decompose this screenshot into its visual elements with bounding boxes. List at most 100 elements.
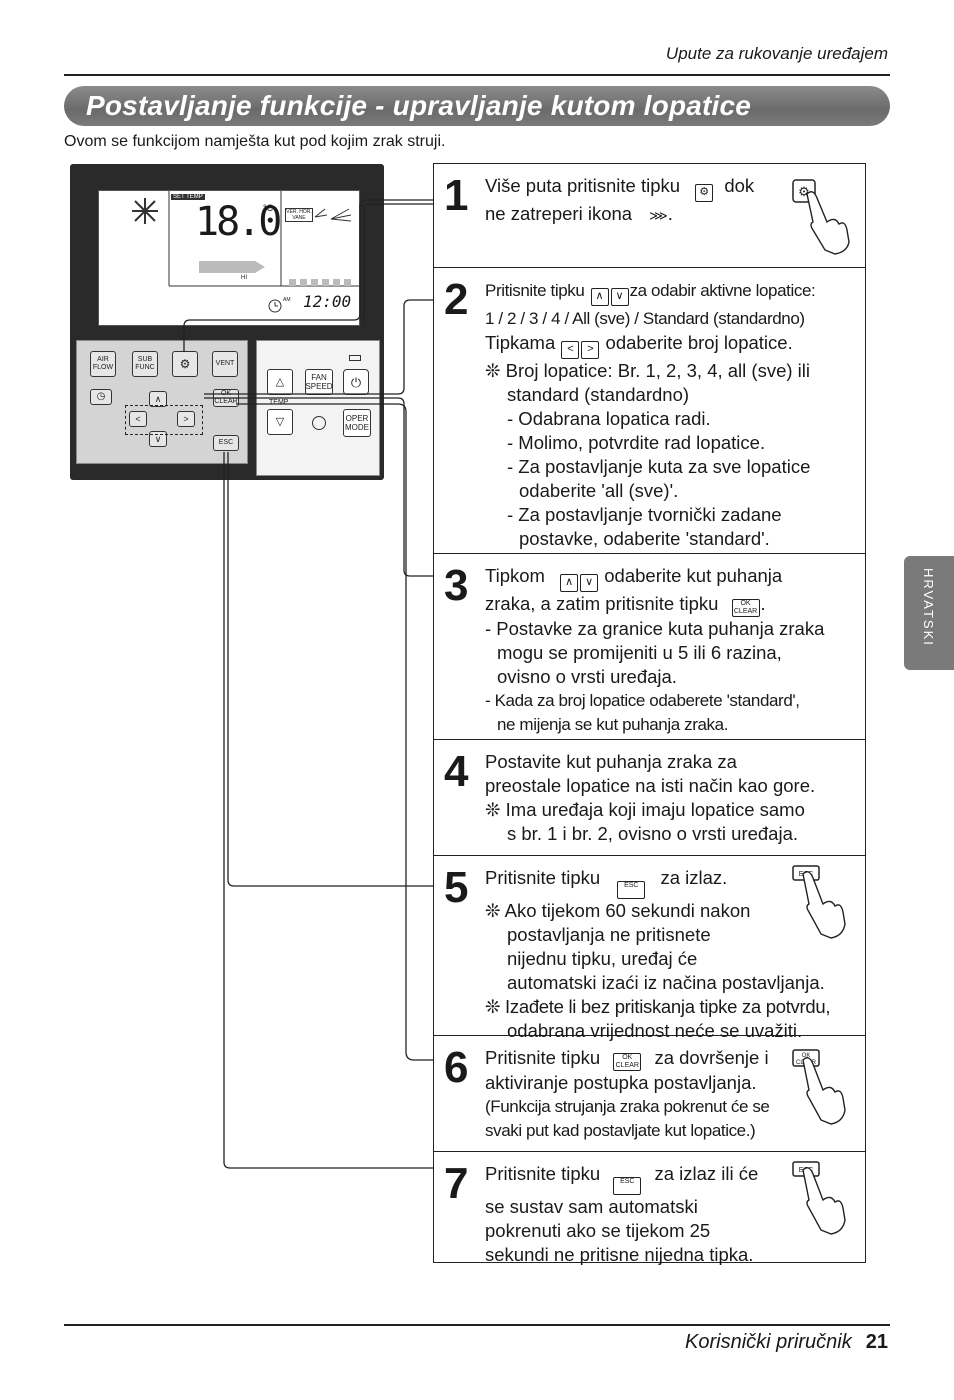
footer-manual-title: Korisnički priručnik xyxy=(685,1331,852,1353)
step-number: 5 xyxy=(444,863,469,912)
steps-panel: 1 Više puta pritisnite tipku ⚙ dok ne za… xyxy=(433,163,866,1265)
step-line: Tipkama xyxy=(485,332,556,353)
step-line: svaki put kad postavljate kut lopatice.) xyxy=(485,1121,756,1140)
step-text: Pritisnite tipku ∧∨za odabir aktivne lop… xyxy=(485,278,859,551)
temperature-unit: °C xyxy=(263,203,274,213)
ok-clear-icon: OK CLEAR xyxy=(613,1053,642,1071)
sensor-icon xyxy=(312,416,326,430)
step-6: 6 Pritisnite tipku OK CLEAR za dovršenje… xyxy=(434,1036,865,1152)
step-number: 4 xyxy=(444,747,469,796)
step-line: postavke, odaberite 'standard'. xyxy=(519,528,770,549)
step-line: zraka, a zatim pritisnite tipku xyxy=(485,593,719,614)
step-line: Postavite kut puhanja zraka za xyxy=(485,751,737,772)
step-line: Tipkom xyxy=(485,565,545,586)
air-flow-button[interactable]: AIR FLOW xyxy=(90,351,116,377)
step-5: 5 Pritisnite tipku ESC za izlaz. ❊ Ako t… xyxy=(434,856,865,1041)
step-line: ❊ Ima uređaja koji imaju lopatice samo xyxy=(485,799,805,820)
page-title: Postavljanje funkcije - upravljanje kuto… xyxy=(64,86,890,126)
gear-icon: ⚙ xyxy=(695,184,714,202)
step-line: se sustav sam automatski xyxy=(485,1196,698,1217)
remote-controller-illustration: SET TEMP 18.0 °C VER. HOR. VANE HI AM 12… xyxy=(70,164,384,480)
step-line: Pritisnite tipku xyxy=(485,1163,601,1184)
set-temp-label: SET TEMP xyxy=(171,194,205,200)
step-7: 7 Pritisnite tipku ESC za izlaz ili će s… xyxy=(434,1152,865,1265)
main-keypad: △ FAN SPEED ⏻ TEMP ▽ OPER MODE xyxy=(256,340,380,476)
step-line: Pritisnite tipku xyxy=(485,1047,601,1068)
temp-label: TEMP xyxy=(269,399,289,406)
header-rule xyxy=(64,74,890,76)
vane-swing-icon: ⋙ xyxy=(649,208,668,223)
step-line: ne zatreperi ikona xyxy=(485,203,633,224)
language-tab-label: HRVATSKI xyxy=(921,568,936,647)
up-button[interactable]: ∧ xyxy=(149,391,167,407)
step-line: odaberite kut puhanja xyxy=(604,565,783,586)
down-button[interactable]: ∨ xyxy=(149,431,167,447)
chevron-up-icon: ∧ xyxy=(590,288,609,306)
hand-press-esc-icon: ESC xyxy=(792,1161,846,1235)
function-keypad: AIR FLOW SUB FUNC ⚙ VENT ◷ ∧ < > ∨ OK CL… xyxy=(76,340,248,464)
gear-icon: ⚙ xyxy=(179,357,191,371)
svg-text:OK: OK xyxy=(802,1053,811,1059)
step-text: Pritisnite tipku OK CLEAR za dovršenje i… xyxy=(485,1046,859,1143)
step-line: sekundi ne pritisne nijedna tipka. xyxy=(485,1244,754,1265)
step-text: Tipkom ∧∨ odaberite kut puhanja zraka, a… xyxy=(485,564,859,737)
timer-button[interactable]: ◷ xyxy=(90,389,112,405)
fan-level: HI xyxy=(241,275,247,281)
step-line: odabrana vrijednost neće se uvažiti. xyxy=(507,1020,803,1041)
fan-speed-button[interactable]: FAN SPEED xyxy=(305,369,333,395)
step-line: Pritisnite tipku xyxy=(485,281,585,300)
chevron-down-icon: ∨ xyxy=(154,434,162,444)
oper-mode-button[interactable]: OPER MODE xyxy=(343,409,371,437)
step-text: Više puta pritisnite tipku ⚙ dok ne zatr… xyxy=(485,174,859,228)
hand-press-ok-clear-icon: OK CLEAR xyxy=(792,1049,846,1125)
step-line: automatski izaći iz načina postavljanja. xyxy=(507,972,825,993)
step-line: - Postavke za granice kuta puhanja zraka xyxy=(485,618,825,639)
chevron-up-icon: ∧ xyxy=(560,574,579,592)
chevron-left-icon: < xyxy=(561,341,580,359)
step-line: ovisno o vrsti uređaja. xyxy=(497,666,677,687)
step-line: za izlaz. xyxy=(660,867,728,888)
chevron-down-icon: ∨ xyxy=(580,574,599,592)
left-button[interactable]: < xyxy=(129,411,147,427)
step-line: dok xyxy=(724,175,755,196)
step-3: 3 Tipkom ∧∨ odaberite kut puhanja zraka,… xyxy=(434,554,865,740)
temp-down-button[interactable]: ▽ xyxy=(267,409,293,435)
step-line: pokrenuti ako se tijekom 25 xyxy=(485,1220,711,1241)
step-number: 3 xyxy=(444,561,469,610)
step-line: postavljanja ne pritisnete xyxy=(507,924,711,945)
step-line: standard (standardno) xyxy=(507,384,690,405)
leader-step-1-outline xyxy=(363,203,433,322)
step-number: 7 xyxy=(444,1159,469,1208)
step-line: . xyxy=(667,203,673,224)
esc-icon: ESC xyxy=(613,1177,642,1195)
step-line: - Kada za broj lopatice odaberete 'stand… xyxy=(485,691,800,710)
hand-press-gear-icon: ⚙ xyxy=(792,179,850,255)
step-line: odaberite broj lopatice. xyxy=(605,332,793,353)
leader-step-6 xyxy=(236,403,433,1061)
step-line: - Za postavljanje tvornički zadane xyxy=(507,504,782,525)
step-line: za izlaz ili će xyxy=(654,1163,759,1184)
chevron-up-icon: ∧ xyxy=(154,394,162,404)
step-line: ❊ Broj lopatice: Br. 1, 2, 3, 4, all (sv… xyxy=(485,360,810,381)
esc-icon: ESC xyxy=(617,881,646,899)
step-line: za dovršenje i xyxy=(654,1047,769,1068)
right-button[interactable]: > xyxy=(177,411,195,427)
svg-text:⚙: ⚙ xyxy=(798,184,810,199)
leader-step-2 xyxy=(204,299,433,395)
lcd-display: SET TEMP 18.0 °C VER. HOR. VANE HI AM 12… xyxy=(98,190,360,326)
chevron-down-icon: ∨ xyxy=(610,288,629,306)
step-2: 2 Pritisnite tipku ∧∨za odabir aktivne l… xyxy=(434,268,865,554)
clock-icon: ◷ xyxy=(96,391,106,402)
function-setup-button[interactable]: ⚙ xyxy=(172,351,198,377)
step-text: Postavite kut puhanja zraka za preostale… xyxy=(485,750,859,846)
step-line: preostale lopatice na isti način kao gor… xyxy=(485,775,816,796)
step-1: 1 Više puta pritisnite tipku ⚙ dok ne za… xyxy=(434,164,865,268)
vent-button[interactable]: VENT xyxy=(212,351,238,377)
snowflake-icon xyxy=(132,198,158,224)
step-line: ❊ Izađete li bez pritiskanja tipke za po… xyxy=(485,996,831,1017)
language-tab: HRVATSKI xyxy=(904,556,954,670)
esc-button[interactable]: ESC xyxy=(213,435,239,451)
step-line: aktiviranje postupka postavljanja. xyxy=(485,1072,757,1093)
sub-func-button[interactable]: SUB FUNC xyxy=(132,351,158,377)
